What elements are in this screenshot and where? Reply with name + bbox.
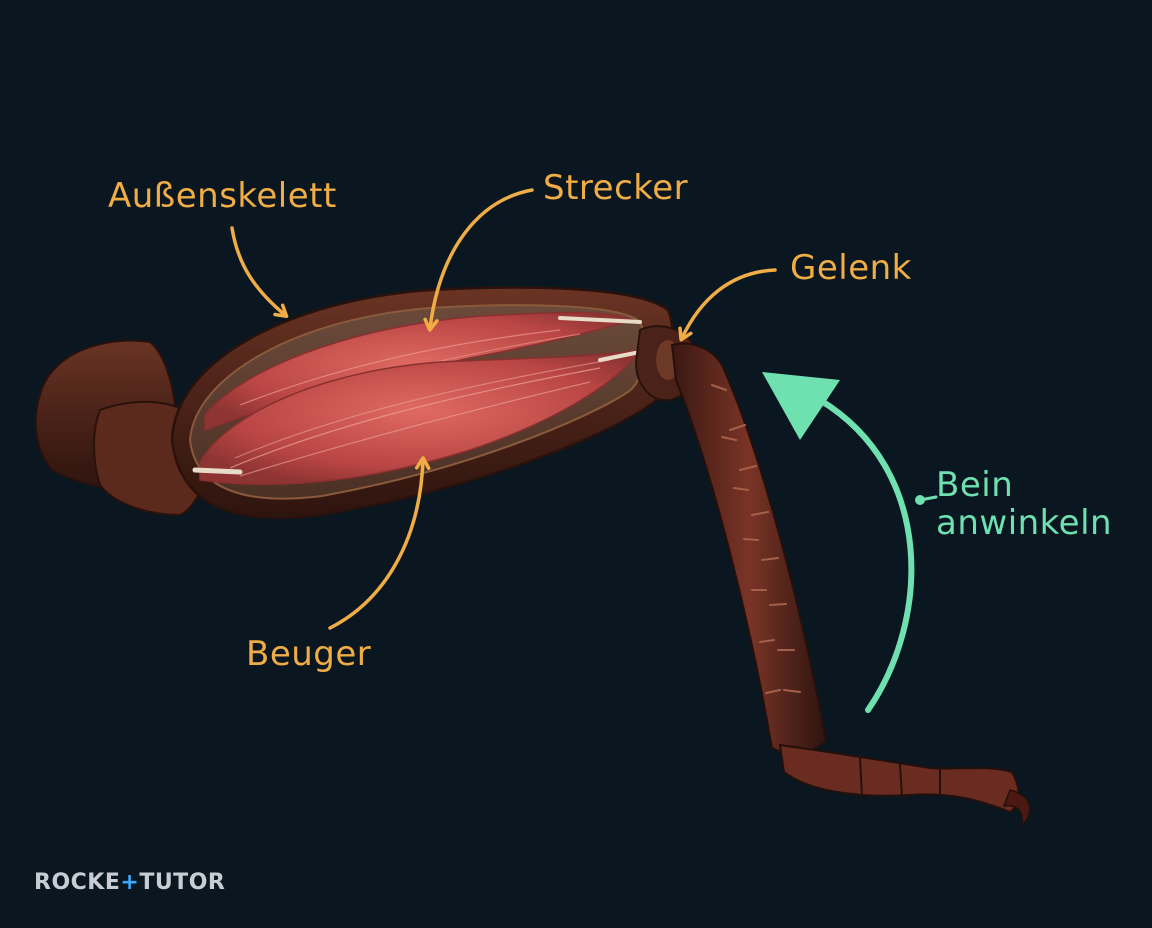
- logo-plus-icon: +: [120, 870, 140, 895]
- joint-arrow: [678, 268, 777, 342]
- claw: [1002, 789, 1031, 829]
- extensor-arrow: [423, 188, 534, 332]
- exoskeleton-arrow: [230, 226, 289, 319]
- extensor-label: Strecker: [543, 168, 689, 208]
- exoskeleton-label: Außenskelett: [108, 176, 337, 216]
- logo-text-part1: ROCKE: [34, 870, 121, 895]
- flexor-arrow: [328, 456, 431, 630]
- tibia-segment: [670, 342, 828, 755]
- flex-action-label: Bein anwinkeln: [936, 466, 1112, 542]
- flex-action-label-line1: Bein: [936, 465, 1014, 505]
- logo-text-part2: TUTOR: [139, 870, 226, 895]
- flexor-label: Beuger: [246, 634, 372, 674]
- flexor-muscle: [192, 348, 652, 486]
- joint-label: Gelenk: [790, 248, 912, 288]
- flexion-arrow: [762, 372, 938, 713]
- flex-action-label-line2: anwinkeln: [936, 503, 1113, 543]
- tarsus-segment: [778, 743, 1031, 829]
- rocket-tutor-logo: ROCKE+TUTOR: [34, 870, 225, 895]
